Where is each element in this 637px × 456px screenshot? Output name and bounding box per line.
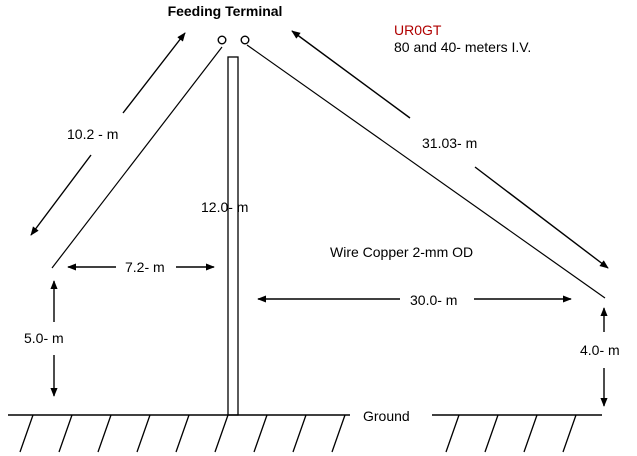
callsign-label: UR0GT (394, 22, 442, 38)
ground-hatch-line (19, 414, 34, 453)
mast-height-label: 12.0- m (201, 199, 248, 215)
ground-hatch-line (484, 414, 499, 453)
left-wire (51, 46, 223, 269)
ground-hatch-line (331, 414, 346, 453)
ground-hatch-line (253, 414, 268, 453)
left-end-height-label: 5.0- m (24, 330, 64, 346)
right-wire-arrow-upper (291, 30, 411, 119)
feed-terminal-right (240, 35, 250, 45)
feeding-terminal-label: Feeding Terminal (168, 3, 283, 19)
feed-terminal-left (217, 35, 227, 45)
ground-hatch-line (562, 414, 577, 453)
ground-hatch-line (58, 414, 73, 453)
ground-hatch-line (136, 414, 151, 453)
right-wire-length-label: 31.03- m (422, 135, 477, 151)
ground-hatch-line (523, 414, 538, 453)
ground-hatch-line (445, 414, 460, 453)
ground-hatch-line (292, 414, 307, 453)
left-horizontal-label: 7.2- m (125, 259, 165, 275)
left-wire-length-label: 10.2 - m (67, 126, 118, 142)
right-wire (246, 44, 606, 299)
left-wire-arrow-upper (122, 32, 186, 114)
ground-hatch-line (97, 414, 112, 453)
right-end-height-label: 4.0- m (580, 342, 620, 358)
ground-hatch-line (214, 414, 229, 453)
ground-hatch-line (175, 414, 190, 453)
wire-spec-label: Wire Copper 2-mm OD (330, 244, 473, 260)
mast (227, 56, 239, 416)
ground-label: Ground (363, 408, 410, 424)
ground-hatching (19, 414, 577, 453)
right-wire-arrow-lower (474, 166, 609, 269)
antenna-description: 80 and 40- meters I.V. (394, 39, 531, 55)
left-wire-arrow-lower (30, 154, 92, 236)
right-horizontal-label: 30.0- m (410, 292, 457, 308)
